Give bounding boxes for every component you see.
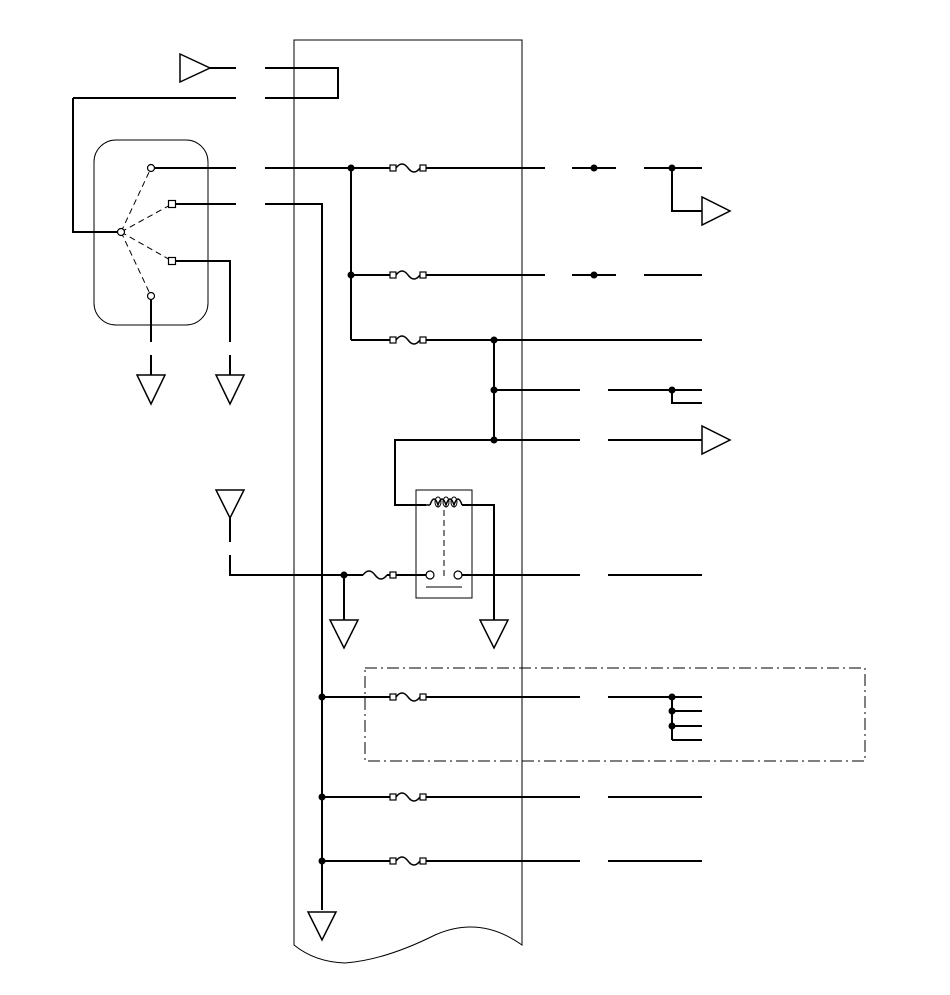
fuse-box-outline [293,39,523,964]
fuse-icon [362,570,397,580]
fuse-icon [389,163,427,173]
fuse-icon [389,692,427,702]
ground-icon [478,619,510,650]
ground-icon [214,374,246,406]
connector-arrow-icon [701,424,732,456]
option-group-outline [364,667,866,762]
connector-arrow-icon [214,489,246,520]
fuse-icon [389,792,427,802]
fuse-icon [389,856,427,866]
relay-icon [415,489,473,599]
connector-arrow-icon [179,52,212,84]
ground-icon [135,374,167,406]
ground-icon [328,619,360,650]
fuse-icon [389,335,427,345]
ground-icon [306,911,338,942]
fuse-icon [389,270,427,280]
connector-arrow-icon [701,195,732,227]
top-connector [72,52,339,233]
